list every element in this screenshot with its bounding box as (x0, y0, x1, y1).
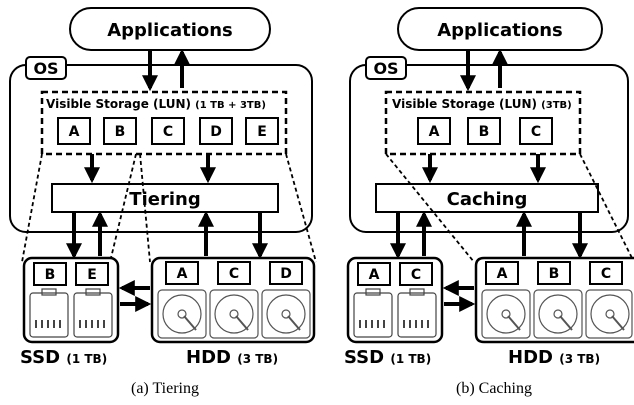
ssd-label: SSD (344, 347, 384, 368)
ssd-block (357, 262, 391, 286)
lun-block (417, 117, 451, 145)
engine-label: Tiering (129, 189, 200, 210)
ssd-chip-icon (353, 288, 393, 338)
lun-block-label: C (531, 124, 541, 140)
hdd-disk-icon (261, 289, 311, 339)
caption: (b) Caching (456, 380, 532, 397)
hdd-block (217, 261, 251, 285)
hdd-block-label: B (549, 266, 560, 282)
lun-block-label: E (257, 124, 267, 140)
visible-storage-box (40, 90, 288, 156)
hdd-block (485, 261, 519, 285)
mapping-lines (21, 153, 317, 263)
hdd-block-label: D (280, 266, 292, 282)
svg-text:HDD (3 TB): HDD (3 TB) (508, 347, 600, 368)
hdd-disk-icon (481, 289, 531, 339)
lun-block-label: C (163, 124, 173, 140)
applications-label: Applications (107, 20, 233, 41)
svg-text:HDD (3 TB): HDD (3 TB) (186, 347, 278, 368)
lun-block (467, 117, 501, 145)
svg-text:Visible Storage (LUN) (3: Visible Storage (LUN) (3TB) (392, 97, 572, 111)
ssd-block-label: A (369, 267, 380, 283)
tiering-engine-box (51, 183, 279, 213)
os-box (9, 64, 313, 233)
hdd-block-label: A (177, 266, 188, 282)
hdd-label: HDD (508, 347, 553, 368)
lun-blocks: A B C (417, 117, 553, 145)
mapping-lines (385, 153, 634, 263)
ssd-size: (1 TB) (390, 352, 431, 366)
lun-blocks: A B C D E (57, 117, 279, 145)
os-label: OS (373, 59, 398, 78)
ssd-block (33, 262, 67, 286)
lun-block-label: B (115, 124, 126, 140)
caching-diagram: OS Applications Visible Storage (LUN) (3… (344, 7, 634, 397)
ssd-chip-icon (397, 288, 437, 338)
engine-label: Caching (447, 189, 528, 210)
visible-storage-size: (1 TB + 3TB) (195, 100, 266, 111)
visible-storage-size: (3TB) (541, 100, 572, 111)
hdd-block-label: C (601, 266, 611, 282)
hdd-disk-icon (157, 289, 207, 339)
ssd-block-label: E (87, 267, 97, 283)
lun-block-label: D (210, 124, 222, 140)
ssd-label: SSD (20, 347, 60, 368)
ssd-chip-icon (29, 288, 69, 338)
caption: (a) Tiering (131, 380, 199, 397)
hdd-block-label: A (497, 266, 508, 282)
hdd-label: HDD (186, 347, 231, 368)
ssd-block (75, 262, 109, 286)
hdd-size: (3 TB) (559, 352, 600, 366)
lun-block-label: B (479, 124, 490, 140)
ssd-size: (1 TB) (66, 352, 107, 366)
hdd-disk-icon (209, 289, 259, 339)
caching-engine-box (375, 183, 599, 213)
hdd-block (269, 261, 303, 285)
svg-text:SSD (1 TB): SSD (1 TB) (20, 347, 107, 368)
ssd-chip-icon (73, 288, 113, 338)
visible-storage-label: Visible Storage (LUN) (46, 97, 191, 111)
os-box (349, 64, 629, 233)
lun-block (103, 117, 137, 145)
hdd-disk-icon (533, 289, 583, 339)
lun-block (199, 117, 233, 145)
hdd-disk-icon (585, 289, 633, 339)
os-label: OS (33, 59, 58, 78)
lun-block-label: A (429, 124, 440, 140)
hdd-block-label: C (229, 266, 239, 282)
lun-block (245, 117, 279, 145)
os-tag (25, 56, 67, 80)
tiering-diagram: OS Applications Visible Storage (LUN) (1… (9, 7, 317, 397)
hdd-size: (3 TB) (237, 352, 278, 366)
lun-block (57, 117, 91, 145)
applications-box (69, 7, 271, 51)
svg-text:Visible Storage (LUN) (1: Visible Storage (LUN) (1 TB + 3TB) (46, 97, 266, 111)
ssd-block-label: B (45, 267, 56, 283)
hdd-block (537, 261, 571, 285)
lun-block-label: A (69, 124, 80, 140)
os-tag (365, 56, 407, 80)
hdd-block (165, 261, 199, 285)
visible-storage-label: Visible Storage (LUN) (392, 97, 537, 111)
lun-block (519, 117, 553, 145)
hdd-block (589, 261, 623, 285)
ssd-block (399, 262, 433, 286)
applications-label: Applications (437, 20, 563, 41)
svg-text:SSD (1 TB): SSD (1 TB) (344, 347, 431, 368)
visible-storage-box (384, 90, 582, 156)
lun-block (151, 117, 185, 145)
ssd-block-label: C (411, 267, 421, 283)
